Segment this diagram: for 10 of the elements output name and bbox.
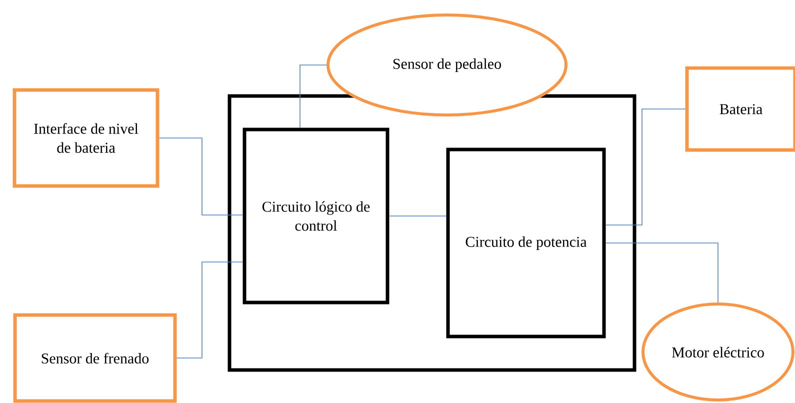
component-box: Interface de nivel de bateria [12,88,160,188]
component-box: Bateria [685,66,795,152]
connector-line [300,64,327,128]
connector-line [605,242,718,303]
connector-line [605,108,686,226]
circuit-box: Circuito de potencia [446,148,606,338]
connector-line [176,262,244,358]
component-box: Sensor de frenado [13,313,177,403]
circuit-box: Circuito lógico de control [242,128,390,304]
connector-line [158,138,244,216]
